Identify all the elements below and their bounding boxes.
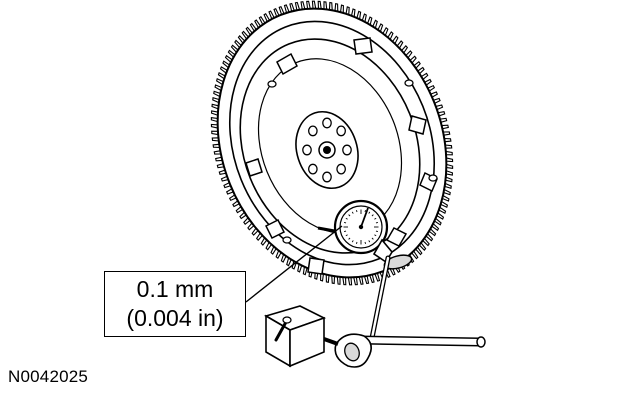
dial-indicator-scale [343,209,379,245]
magnetic-base-switch-knob [282,316,292,324]
dial-tick [371,237,374,240]
ring-gear-tooth [347,276,353,286]
callout-leader-line [245,225,343,303]
dial-tick [356,209,358,213]
dial-tick [351,240,354,243]
rod-end-cap [476,336,486,348]
mounting-lug [245,158,263,177]
mounting-lug [385,227,408,247]
dial-tick [374,234,377,237]
dial-tick [368,240,371,243]
dial-tick [351,211,354,214]
bolt-hole [302,144,312,156]
crankshaft-bolt-holes [302,117,352,183]
magnetic-base-side [289,316,325,368]
clamp-knob-cap [344,342,360,362]
pilot-bearing-bore [323,146,331,154]
dowel-pin [282,236,292,244]
magnetic-base-stand [263,254,486,368]
dial-tick [345,234,348,237]
bolt-hole [308,163,318,175]
dowel-pin [404,79,414,87]
runout-spec-callout: 0.1 mm (0.004 in) [104,271,246,337]
dial-indicator-needle [360,207,369,228]
dial-tick [348,237,351,240]
flywheel [210,0,454,286]
dial-tick [375,222,379,224]
dial-tick [374,217,377,220]
dial-indicator-needle-hub [358,224,364,230]
dowel-pin [428,174,438,182]
bolt-hole [308,125,318,137]
runout-spec-metric: 0.1 mm [136,276,214,302]
bolt-hole [336,125,346,137]
runout-spec-imperial: (0.004 in) [126,305,224,331]
bolt-hole [342,144,352,156]
dowel-pin [267,80,277,88]
magnetic-base-switch-icon [274,320,288,342]
bolt-hole [322,171,332,183]
dial-tick [375,230,379,232]
dial-tick [356,241,358,245]
mounting-lug [307,257,325,275]
mounting-lugs [245,37,438,275]
bolt-hole [322,117,332,129]
mounting-lug [276,52,298,76]
ring-gear-tooth [311,0,317,10]
dial-tick [343,230,347,232]
dial-tick [371,214,374,217]
mounting-lug [353,37,373,55]
dial-tick [348,214,351,217]
mounting-lug [408,115,427,135]
dowel-pins [267,79,438,244]
bolt-hole [336,163,346,175]
figure-code: N0042025 [8,367,89,386]
dial-tick [368,211,371,214]
dial-tick [364,241,366,245]
dial-tick [364,209,366,213]
mounting-lug [264,218,286,240]
dial-tick [345,217,348,220]
dial-tick [343,222,347,224]
